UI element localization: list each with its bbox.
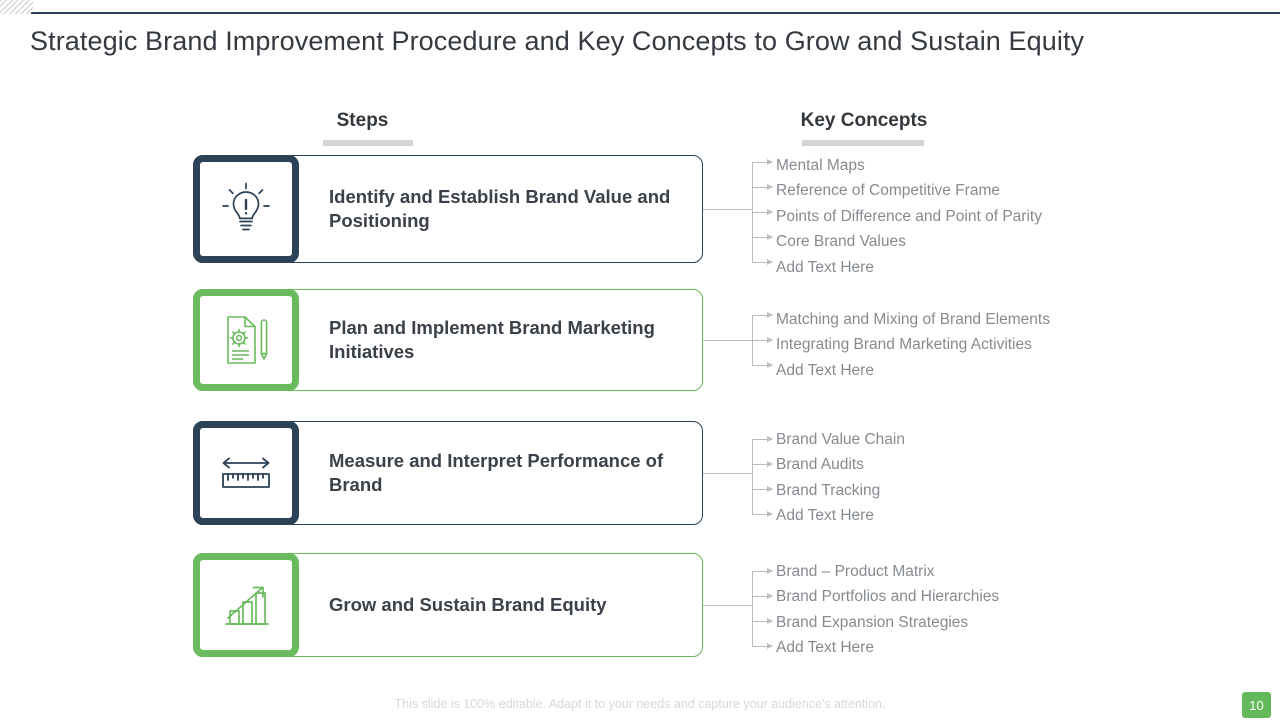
column-header-key-concepts-label: Key Concepts xyxy=(800,110,928,131)
list-item[interactable]: Mental Maps xyxy=(776,157,865,174)
concept-list: Mental Maps Reference of Competitive Fra… xyxy=(776,153,1042,280)
step-card-label: Plan and Implement Brand Marketing Initi… xyxy=(329,316,655,362)
column-header-steps-label: Steps xyxy=(336,110,389,131)
list-item[interactable]: Brand Portfolios and Hierarchies xyxy=(776,588,1000,606)
concept-list: Brand – Product Matrix Brand Portfolios … xyxy=(776,559,999,661)
concept-list: Brand Value Chain Brand Audits Brand Tra… xyxy=(776,427,905,529)
document-gear-pen-icon xyxy=(219,311,273,369)
step-card-label: Identify and Establish Brand Value and P… xyxy=(329,185,671,231)
column-header-key-concepts-underline xyxy=(802,140,924,146)
page-title: Strategic Brand Improvement Procedure an… xyxy=(30,26,1085,56)
list-item[interactable]: Add Text Here xyxy=(776,507,874,525)
column-header-key-concepts: Key Concepts xyxy=(780,110,948,146)
step-icon-box xyxy=(193,421,299,525)
list-item[interactable]: Brand Value Chain xyxy=(776,431,905,448)
list-item[interactable]: Reference of Competitive Frame xyxy=(776,182,1000,200)
list-item[interactable]: Add Text Here xyxy=(776,361,874,379)
list-item[interactable]: Brand Expansion Strategies xyxy=(776,613,969,631)
step-card[interactable]: Plan and Implement Brand Marketing Initi… xyxy=(193,289,703,391)
list-item[interactable]: Brand Audits xyxy=(776,456,864,474)
list-item[interactable]: Add Text Here xyxy=(776,639,874,657)
corner-hatch-decoration xyxy=(0,0,33,14)
column-header-steps-underline xyxy=(323,140,413,146)
list-item[interactable]: Brand Tracking xyxy=(776,481,881,499)
step-card[interactable]: Measure and Interpret Performance of Bra… xyxy=(193,421,703,525)
step-card[interactable]: Identify and Establish Brand Value and P… xyxy=(193,155,703,263)
list-item[interactable]: Core Brand Values xyxy=(776,233,906,251)
column-header-steps: Steps xyxy=(295,110,430,146)
page-number-badge: 10 xyxy=(1242,692,1271,718)
step-card[interactable]: Grow and Sustain Brand Equity xyxy=(193,553,703,657)
step-icon-box xyxy=(193,553,299,657)
ruler-measure-icon xyxy=(217,452,275,494)
list-item[interactable]: Matching and Mixing of Brand Elements xyxy=(776,311,1050,328)
lightbulb-idea-icon xyxy=(218,180,274,238)
step-icon-box xyxy=(193,289,299,391)
list-item[interactable]: Add Text Here xyxy=(776,258,874,276)
footer-note: This slide is 100% editable. Adapt it to… xyxy=(394,697,886,711)
list-item[interactable]: Brand – Product Matrix xyxy=(776,563,935,580)
step-icon-box xyxy=(193,155,299,263)
step-card-label: Grow and Sustain Brand Equity xyxy=(329,593,607,615)
list-item[interactable]: Integrating Brand Marketing Activities xyxy=(776,336,1032,354)
step-card-label: Measure and Interpret Performance of Bra… xyxy=(329,449,664,495)
growth-bar-chart-icon xyxy=(219,580,273,630)
concept-list: Matching and Mixing of Brand Elements In… xyxy=(776,307,1050,383)
list-item[interactable]: Points of Difference and Point of Parity xyxy=(776,207,1042,225)
header-rule xyxy=(31,12,1280,14)
